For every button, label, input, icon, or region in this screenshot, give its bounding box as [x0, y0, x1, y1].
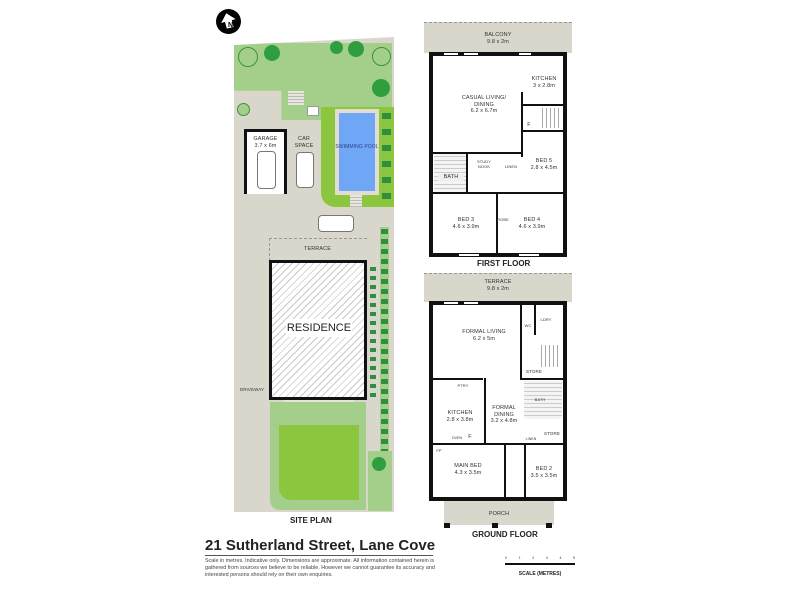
- scale-label: SCALE (METRES): [518, 571, 562, 577]
- balcony: [424, 22, 572, 53]
- ff-bath-label: BATH: [438, 174, 464, 181]
- gf-terrace: [424, 273, 572, 302]
- pool-equipment: [307, 106, 319, 116]
- driveway-label: DRIVEWAY: [239, 387, 265, 392]
- hedge: [382, 113, 391, 203]
- fireplace-label: FP: [436, 448, 442, 453]
- tree-icon: [372, 457, 386, 471]
- wc-label: WC: [524, 323, 532, 328]
- gf-porch-label: PORCH: [488, 511, 510, 517]
- tree-icon: [264, 45, 280, 61]
- stairs-icon: [538, 345, 560, 367]
- laundry-label: LDRY: [540, 317, 552, 322]
- car-icon: [257, 151, 276, 189]
- svg-text:N: N: [228, 22, 233, 29]
- tree-icon: [330, 41, 343, 54]
- terrace-label: TERRACE: [304, 246, 331, 252]
- stairs-icon: [350, 195, 362, 207]
- residence-label: RESIDENCE: [286, 319, 352, 337]
- stairs-icon: [539, 108, 561, 128]
- property-address: 21 Sutherland Street, Lane Cove: [205, 537, 436, 554]
- tree-icon: [238, 47, 258, 67]
- gf-porch: [444, 501, 554, 525]
- front-lawn: [279, 425, 359, 500]
- gf-fridge-label: F: [468, 434, 472, 440]
- fridge-label: F: [527, 122, 531, 128]
- car-icon: [296, 152, 314, 188]
- gf-bath-tiles: [524, 381, 562, 419]
- tree-icon: [237, 103, 250, 116]
- bath-tiles: [434, 154, 466, 192]
- pool-label: SWIMMING POOL: [335, 144, 379, 150]
- gf-linen-label: LINEN: [525, 437, 537, 441]
- car-space-label: CAR SPACE: [294, 136, 314, 149]
- ground-floor-title: GROUND FLOOR: [472, 530, 538, 539]
- disclaimer: Scale in metres. Indicative only. Dimens…: [205, 558, 435, 578]
- store-label: STORE: [526, 369, 542, 374]
- hedge: [370, 267, 376, 397]
- site-plan-title: SITE PLAN: [290, 516, 332, 525]
- store2-label: STORE: [544, 431, 560, 436]
- robe-label: ROBE: [497, 217, 509, 222]
- swimming-pool: [335, 109, 379, 195]
- first-floor-title: FIRST FLOOR: [477, 259, 531, 268]
- tree-icon: [372, 47, 391, 66]
- pantry-label: PTRY: [457, 383, 469, 388]
- oven-label: OVEN: [451, 436, 463, 440]
- ff-linen-label: LINEN: [504, 164, 518, 169]
- stairs-icon: [288, 91, 304, 105]
- north-arrow-icon: N: [216, 9, 241, 34]
- terrace: [269, 238, 367, 261]
- address-underline: [205, 555, 433, 556]
- tree-icon: [348, 41, 364, 57]
- car-icon: [318, 215, 354, 232]
- tree-icon: [372, 79, 390, 97]
- hedge: [381, 229, 388, 509]
- study-nook-label: STUDY NOOK: [476, 159, 492, 169]
- gf-bath-label: BATH: [534, 397, 546, 402]
- scale-line: [505, 563, 575, 565]
- arrow-glyph-icon: N: [221, 13, 236, 29]
